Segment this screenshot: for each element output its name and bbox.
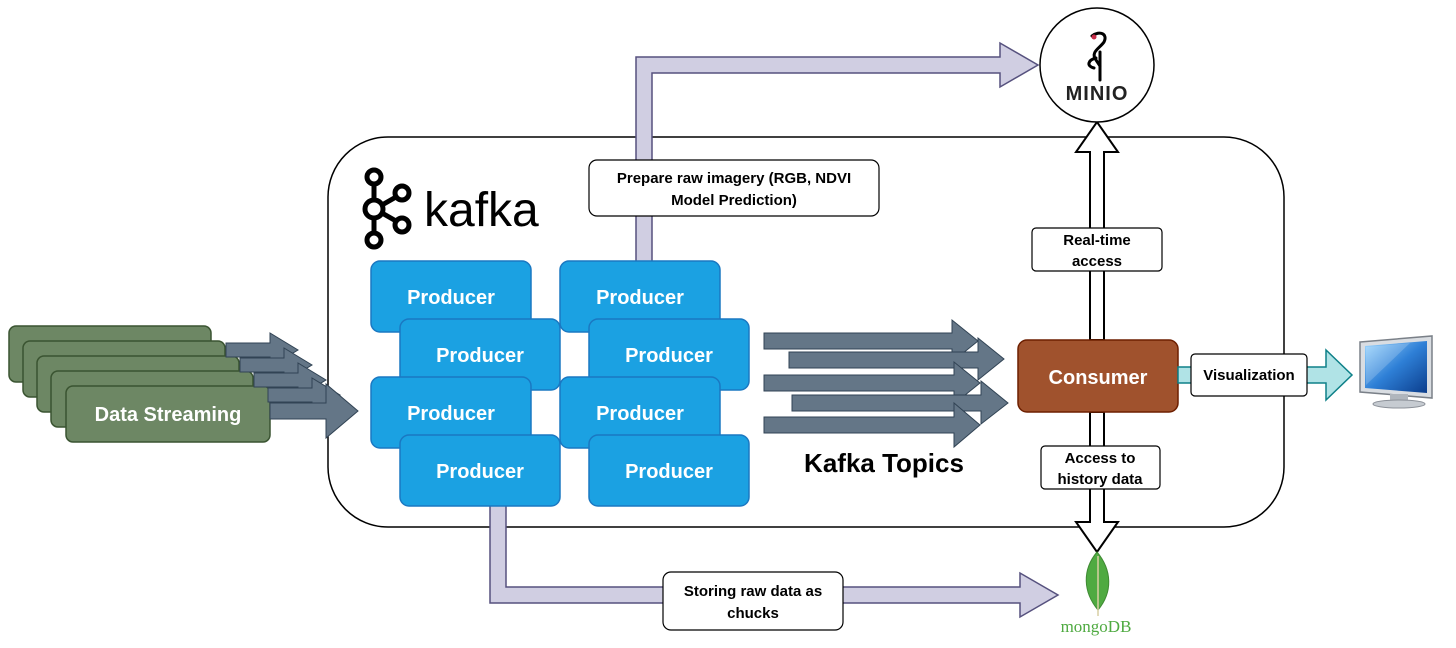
topic-arrow xyxy=(763,360,981,406)
stream-arrows xyxy=(225,332,359,440)
mongodb-logo-text: mongoDB xyxy=(1061,617,1132,636)
monitor-icon xyxy=(1359,335,1433,409)
visualization-label: Visualization xyxy=(1190,353,1308,397)
producer-label: Producer xyxy=(625,461,713,483)
data-streaming-stack: Data Streaming xyxy=(8,325,271,443)
producer-group: Producer Producer Producer Producer Prod… xyxy=(370,260,750,507)
stream-arrow-main xyxy=(269,382,359,440)
producer-label: Producer xyxy=(407,403,495,425)
storing-raw-data-box xyxy=(662,571,844,631)
prepare-imagery-box xyxy=(588,159,880,217)
mongodb-logo: mongoDB xyxy=(1061,551,1132,636)
realtime-access-label: Real-time access xyxy=(1031,227,1163,272)
visualization-text: Visualization xyxy=(1203,367,1294,384)
history-access-box xyxy=(1040,445,1161,490)
kafka-topic-arrows xyxy=(763,318,1009,449)
realtime-access-line2: access xyxy=(1072,253,1122,270)
consumer: Consumer xyxy=(1017,339,1179,413)
prepare-imagery-label: Prepare raw imagery (RGB, NDVI Model Pre… xyxy=(588,159,880,217)
producer-label: Producer xyxy=(436,461,524,483)
data-streaming-label: Data Streaming xyxy=(95,404,242,426)
realtime-access-line1: Real-time xyxy=(1063,232,1131,249)
minio-circle xyxy=(1039,7,1155,123)
topic-arrow xyxy=(788,336,1005,382)
producer-box xyxy=(399,434,561,507)
kafka-logo: kafka xyxy=(362,167,539,250)
visualization-box xyxy=(1190,353,1308,397)
storing-raw-data-line2: chucks xyxy=(727,605,779,622)
minio-bird-icon xyxy=(1087,31,1107,82)
prepare-imagery-line1: Prepare raw imagery (RGB, NDVI xyxy=(617,170,851,187)
producer-label: Producer xyxy=(596,287,684,309)
producer-label: Producer xyxy=(596,403,684,425)
producer-label: Producer xyxy=(436,345,524,367)
topic-arrow xyxy=(791,379,1009,426)
realtime-access-box xyxy=(1031,227,1163,272)
kafka-logo-text: kafka xyxy=(424,184,539,237)
prepare-imagery-line2: Model Prediction) xyxy=(671,192,797,209)
kafka-icon xyxy=(362,167,412,250)
storing-raw-data-label: Storing raw data as chucks xyxy=(662,571,844,631)
history-access-line2: history data xyxy=(1057,471,1143,488)
history-access-line1: Access to xyxy=(1065,450,1136,467)
producer-box xyxy=(588,434,750,507)
producer-label: Producer xyxy=(407,287,495,309)
topic-arrow xyxy=(763,401,981,449)
storing-raw-data-line1: Storing raw data as xyxy=(684,583,822,600)
kafka-topics-label: Kafka Topics xyxy=(804,448,964,478)
history-access-label: Access to history data xyxy=(1040,445,1161,490)
minio-logo: MINIO xyxy=(1039,7,1155,123)
consumer-label: Consumer xyxy=(1049,367,1148,389)
producer-label: Producer xyxy=(625,345,713,367)
minio-logo-text: MINIO xyxy=(1066,83,1129,105)
